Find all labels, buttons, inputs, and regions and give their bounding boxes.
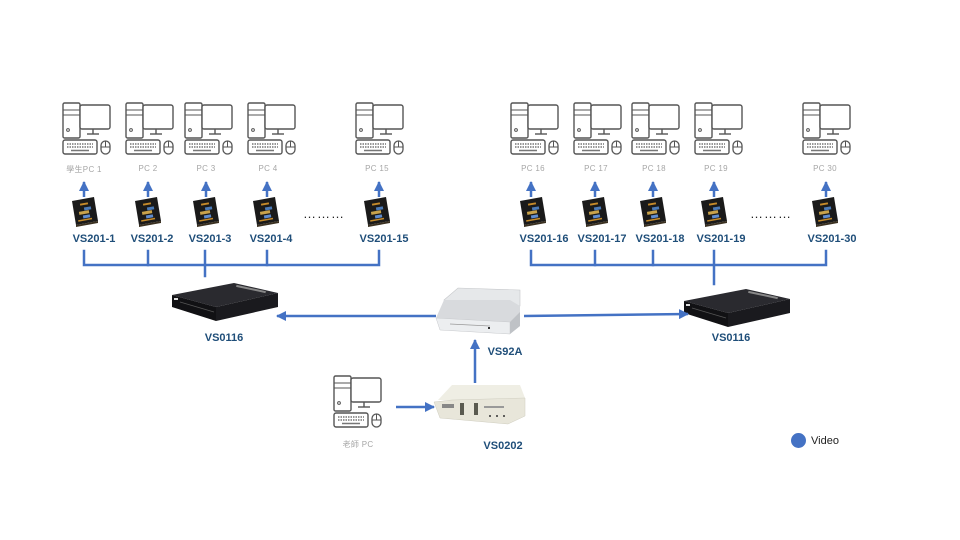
vs201-label: VS201-4 [249, 233, 293, 245]
vs201-label: VS201-30 [807, 233, 857, 245]
vs201-label: VS201-15 [359, 233, 409, 245]
vs92a-device-icon [435, 287, 521, 335]
legend: Video [791, 433, 839, 448]
vs201-device-icon [364, 197, 390, 227]
vs201-device-icon [701, 197, 727, 227]
pc-label: PC 15 [365, 164, 389, 173]
vs201-label: VS201-19 [696, 233, 746, 245]
vs201-label: VS201-3 [188, 233, 232, 245]
ellipsis: ……… [750, 206, 792, 221]
pc-icon [62, 102, 111, 155]
vs92a-to-right-vs0116-arrow [523, 309, 689, 320]
vs201-device-icon [253, 197, 279, 227]
vs201-label: VS201-17 [577, 233, 627, 245]
vs201-device-icon [520, 197, 546, 227]
vs201-label: VS201-16 [519, 233, 569, 245]
vs201-label: VS201-1 [72, 233, 116, 245]
pc-label: PC 3 [196, 164, 216, 173]
pc-label: 學生PC 1 [66, 165, 102, 174]
pc-label: PC 17 [584, 164, 608, 173]
vs0116-left-label: VS0116 [204, 332, 244, 344]
vs0202-device-icon [433, 385, 526, 425]
pc-label: PC 2 [138, 164, 158, 173]
vs201-device-icon [582, 197, 608, 227]
pc-icon [573, 102, 622, 155]
legend-label: Video [811, 434, 839, 447]
pc-icon [247, 102, 296, 155]
teacher-pc-label: 老師 PC [342, 440, 374, 449]
video-legend-swatch [791, 433, 806, 448]
vs201-label: VS201-18 [635, 233, 685, 245]
vs201-device-icon [640, 197, 666, 227]
vs201-device-icon [135, 197, 161, 227]
pc-label: PC 18 [642, 164, 666, 173]
pc-label: PC 4 [258, 164, 278, 173]
pc-label: PC 19 [704, 164, 728, 173]
pc-icon [184, 102, 233, 155]
pc-icon [631, 102, 680, 155]
right-bus-line [529, 249, 828, 267]
vs0116-right-label: VS0116 [711, 332, 751, 344]
vs0202-label: VS0202 [483, 440, 523, 452]
ellipsis: ……… [303, 206, 345, 221]
pc-label: PC 16 [521, 164, 545, 173]
pc-icon [694, 102, 743, 155]
vs0116-right-device-icon [683, 288, 791, 328]
pc-icon [355, 102, 404, 155]
pc-icon [802, 102, 851, 155]
pc-icon [125, 102, 174, 155]
pc-icon [510, 102, 559, 155]
vs92a-label: VS92A [487, 346, 523, 358]
vs201-device-icon [72, 197, 98, 227]
pc-label: PC 30 [813, 164, 837, 173]
vs201-device-icon [812, 197, 838, 227]
left-bus-line [82, 249, 381, 267]
vs0116-left-device-icon [171, 282, 279, 322]
vs201-label: VS201-2 [130, 233, 174, 245]
vs201-device-icon [193, 197, 219, 227]
teacher-pc-icon [333, 375, 382, 428]
